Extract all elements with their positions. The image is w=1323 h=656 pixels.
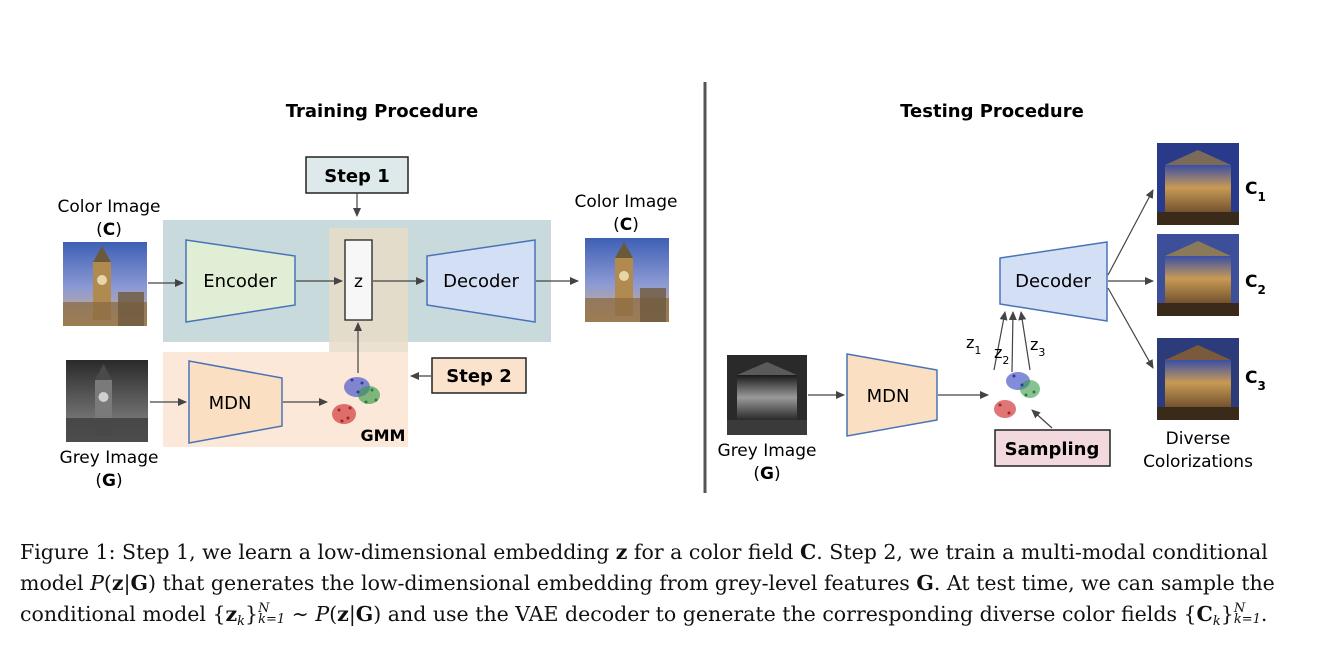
sampling-arrow [1031,409,1053,429]
step2-box [431,357,527,394]
arrow-z2 [1008,311,1017,373]
colorization-1-image [1157,143,1239,225]
encoder-label: Encoder [203,271,277,292]
c3-label: C3 [1245,368,1266,393]
step1-box [305,156,409,194]
diverse-label-line2: Colorizations [1143,452,1253,472]
z3-label: z3 [1030,335,1045,359]
c2-label: C2 [1245,272,1266,297]
z2-label: z2 [994,343,1009,367]
color-image-out-label-line1: Color Image [574,192,677,212]
encoder-block [185,239,296,323]
z-label: z [354,272,363,292]
grey-image-train-label-line1: Grey Image [60,448,159,468]
sampling-box [994,429,1111,467]
decoder-label: Decoder [443,271,519,292]
mdn-block-test [846,353,938,437]
caption-line-1: Figure 1: Step 1, we learn a low-dimensi… [20,540,1268,564]
mdn-label-train: MDN [209,393,252,414]
colorization-3-image [1157,338,1239,420]
grey-image-test-label-line1: Grey Image [718,441,817,461]
step1-label: Step 1 [324,166,389,187]
step2-label: Step 2 [446,366,511,387]
c1-label: C1 [1245,179,1266,204]
arrow-z3 [1018,311,1031,371]
gmm-scatter-train [332,377,380,424]
decoder-label-test: Decoder [1015,271,1091,292]
grey-image-test [727,355,807,435]
decoder-block-test [999,241,1108,322]
mdn-block-train [188,360,283,444]
figure-caption: Figure 1: Step 1, we learn a low-dimensi… [20,537,1310,637]
training-title: Training Procedure [286,101,479,122]
sampling-label: Sampling [1005,439,1100,460]
gmm-scatter-test [994,372,1040,418]
figure-diagram: Training Procedure Step 1 Color Image (C… [57,82,1266,493]
diverse-label-line1: Diverse [1166,429,1231,449]
color-image-input [63,242,147,326]
testing-title: Testing Procedure [900,101,1084,122]
color-image-output [585,238,669,322]
decoder-block [426,239,536,323]
z1-label: z1 [966,333,981,357]
mdn-label-test: MDN [867,386,910,407]
arrow-to-c3 [1107,287,1154,369]
arrow-to-c1 [1107,189,1154,276]
colorization-2-image [1157,234,1239,316]
caption-line-2: model P(z|G) that generates the low-dime… [20,571,1275,595]
grey-image-test-label-line2: (G) [753,464,780,484]
color-image-in-label-line2: (C) [96,220,122,240]
arrow-z1 [993,311,1008,371]
z-box [344,239,373,321]
grey-image-train-label-line2: (G) [95,471,122,491]
color-image-out-label-line2: (C) [613,215,639,235]
color-image-in-label-line1: Color Image [57,197,160,217]
gmm-label: GMM [361,426,406,445]
grey-image-train [66,360,148,442]
